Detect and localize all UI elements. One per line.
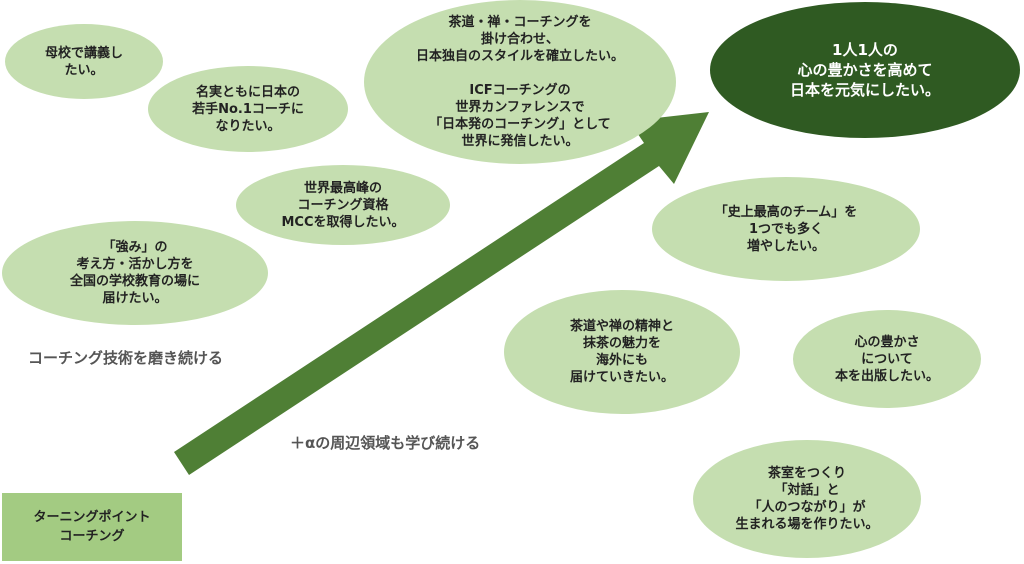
start-text: ターニングポイント コーチング bbox=[33, 510, 151, 544]
bubble-text: 「強み」の 考え方・活かし方を 全国の学校教育の場に 届けたい。 bbox=[69, 240, 200, 306]
bubble-tea-room: 茶室をつくり 「対話」と 「人のつながり」が 生まれる場を作りたい。 bbox=[693, 440, 921, 558]
bubble-publish-book: 心の豊かさ について 本を出版したい。 bbox=[793, 310, 981, 408]
bubble-text: 名実ともに日本の 若手No.1コーチに なりたい。 bbox=[192, 84, 304, 134]
bubble-text: 茶道や禅の精神と 抹茶の魅力を 海外にも 届けていきたい。 bbox=[569, 319, 674, 385]
bubble-teach-alma-mater: 母校で講義し たい。 bbox=[5, 24, 163, 99]
bubble-text: 茶道・禅・コーチングを 掛け合わせ、 日本独自のスタイルを確立したい。 ICFコ… bbox=[415, 15, 624, 149]
bubble-text: 母校で講義し たい。 bbox=[44, 45, 123, 78]
goal-text: 1人1人の 心の豊かさを高めて 日本を元気にしたい。 bbox=[789, 41, 940, 99]
label-alpha: ＋αの周辺領域も学び続ける bbox=[290, 434, 481, 452]
bubble-text: 茶室をつくり 「対話」と 「人のつながり」が 生まれる場を作りたい。 bbox=[735, 466, 879, 532]
growth-arrow-shape bbox=[174, 112, 709, 475]
bubble-text: 世界最高峰の コーチング資格 MCCを取得したい。 bbox=[281, 180, 405, 230]
bubble-text: 「史上最高のチーム」を 1つでも多く 増やしたい。 bbox=[714, 204, 858, 254]
bubble-strengths-education: 「強み」の 考え方・活かし方を 全国の学校教育の場に 届けたい。 bbox=[2, 221, 268, 325]
bubble-tea-zen-overseas: 茶道や禅の精神と 抹茶の魅力を 海外にも 届けていきたい。 bbox=[504, 290, 740, 414]
start-box: ターニングポイント コーチング bbox=[2, 493, 182, 561]
bubble-best-team: 「史上最高のチーム」を 1つでも多く 増やしたい。 bbox=[652, 177, 920, 281]
bubble-tea-zen-coaching: 茶道・禅・コーチングを 掛け合わせ、 日本独自のスタイルを確立したい。 ICFコ… bbox=[364, 0, 676, 164]
bubble-mcc: 世界最高峰の コーチング資格 MCCを取得したい。 bbox=[236, 165, 450, 245]
bubble-no1-coach: 名実ともに日本の 若手No.1コーチに なりたい。 bbox=[148, 66, 348, 152]
label-coaching-skill: コーチング技術を磨き続ける bbox=[28, 349, 224, 367]
goal-bubble: 1人1人の 心の豊かさを高めて 日本を元気にしたい。 bbox=[710, 2, 1020, 138]
bubble-text: 心の豊かさ について 本を出版したい。 bbox=[834, 334, 939, 384]
